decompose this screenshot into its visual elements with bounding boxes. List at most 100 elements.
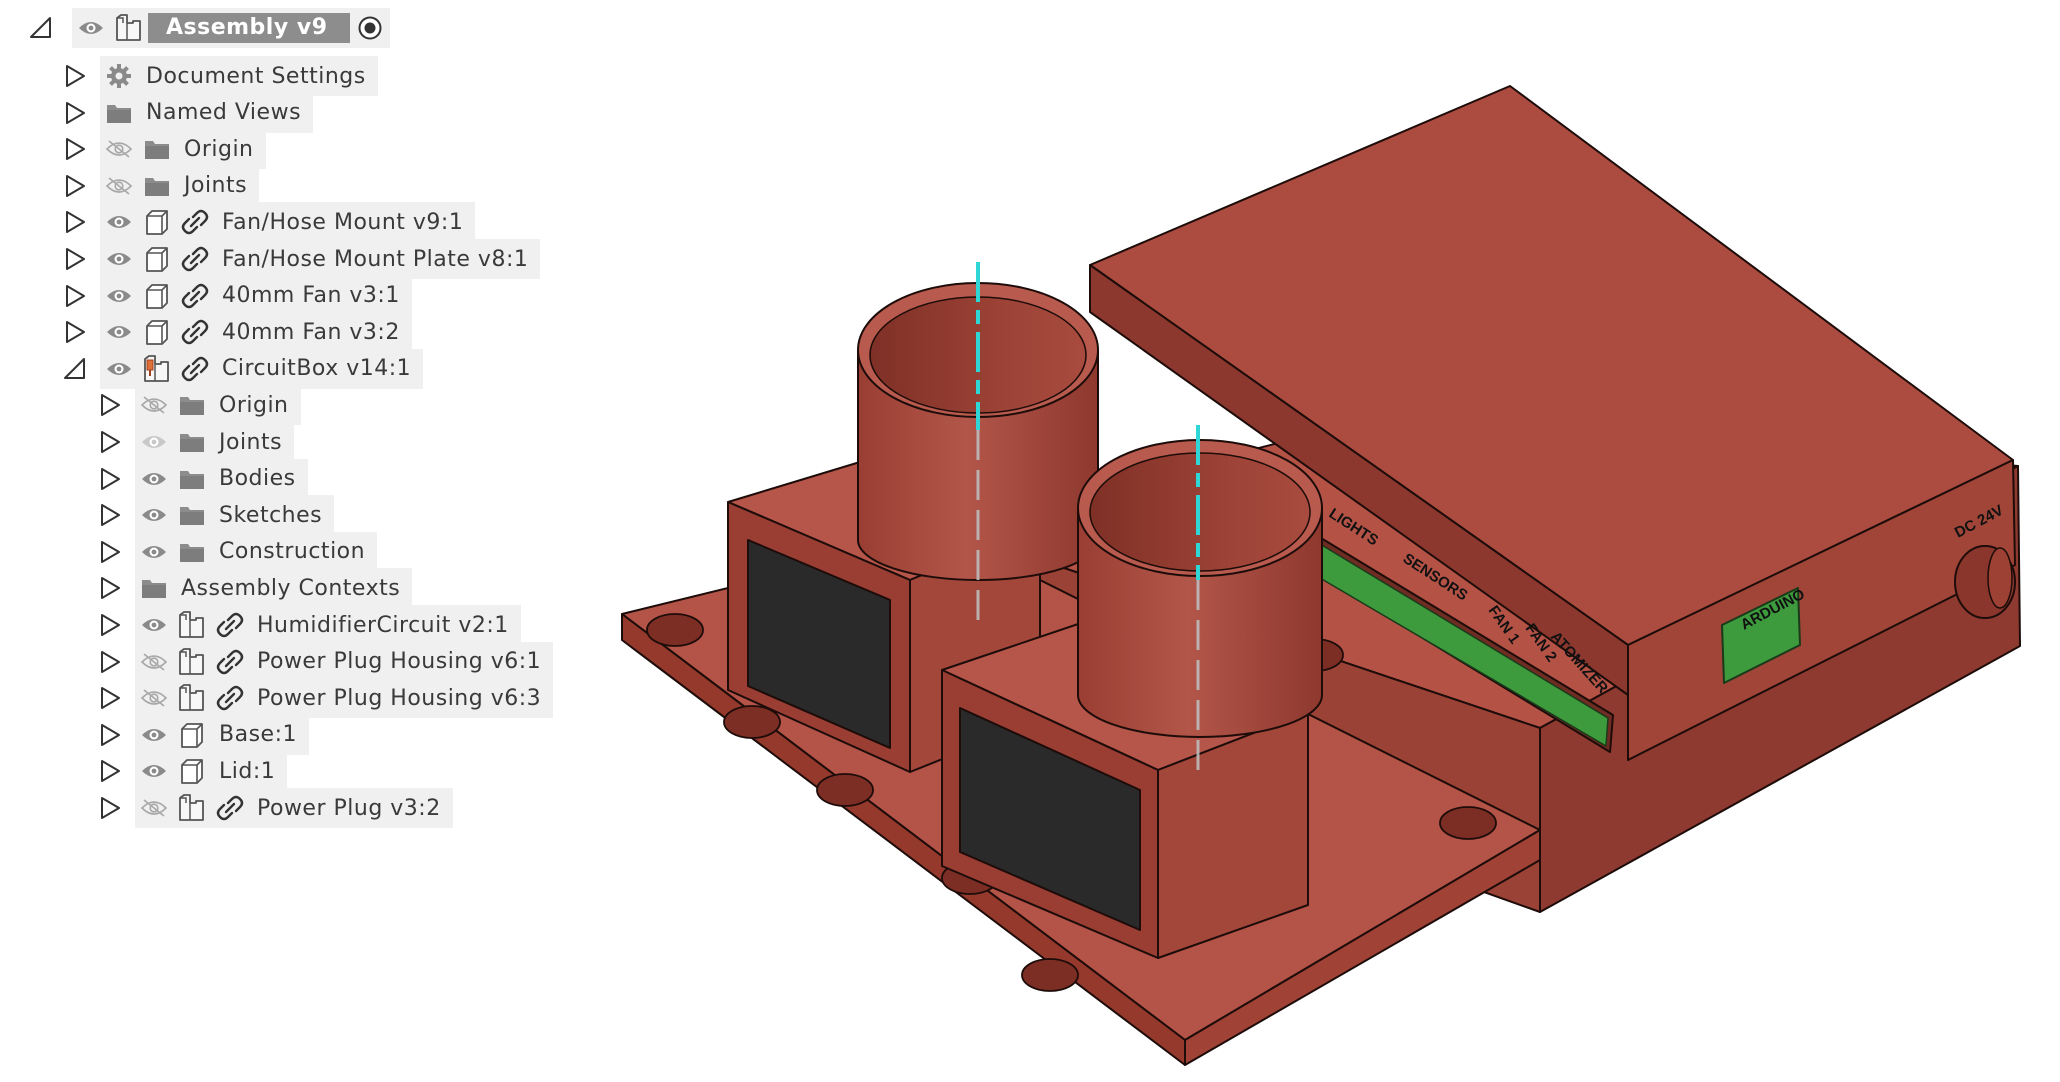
collapsed-triangle-icon[interactable] [97, 575, 123, 601]
tree-row[interactable]: Construction [0, 531, 620, 572]
assembly-icon [138, 349, 176, 389]
eye-hidden-icon[interactable] [135, 642, 173, 682]
component-icon [173, 751, 211, 791]
tree-item-label: Document Settings [146, 63, 366, 89]
tree-item-label: Joints [219, 429, 283, 455]
expanded-triangle-icon[interactable] [62, 356, 88, 382]
eye-icon[interactable] [135, 605, 173, 645]
assembly-icon [173, 605, 211, 645]
tree-row[interactable]: Lid:1 [0, 751, 620, 792]
tree-item-label: Construction [219, 539, 366, 565]
tree-root-label: Assembly v9 [148, 13, 350, 43]
collapsed-triangle-icon[interactable] [97, 722, 123, 748]
expanded-triangle-icon[interactable] [28, 15, 54, 41]
tree-row[interactable]: Document Settings [0, 56, 620, 96]
tree-row[interactable]: Base:1 [0, 714, 620, 755]
collapsed-triangle-icon[interactable] [97, 758, 123, 784]
tree-row[interactable]: Origin [0, 129, 620, 170]
folder-icon [138, 166, 176, 206]
folder-icon [173, 495, 211, 535]
tree-row[interactable]: Named Views [0, 92, 620, 133]
tree-item-label: Named Views [146, 100, 302, 126]
folder-icon [173, 385, 211, 425]
collapsed-triangle-icon[interactable] [97, 429, 123, 455]
collapsed-triangle-icon[interactable] [97, 612, 123, 638]
tree-item-label: HumidifierCircuit v2:1 [257, 612, 509, 638]
link-icon [176, 312, 214, 352]
collapsed-triangle-icon[interactable] [97, 685, 123, 711]
tree-row[interactable]: Fan/Hose Mount v9:1 [0, 202, 620, 243]
collapsed-triangle-icon[interactable] [62, 209, 88, 235]
folder-icon [173, 532, 211, 572]
tree-row[interactable]: CircuitBox v14:1 [0, 348, 620, 389]
folder-icon [173, 422, 211, 462]
eye-hidden-icon[interactable] [100, 129, 138, 169]
collapsed-triangle-icon[interactable] [62, 100, 88, 126]
eye-icon[interactable] [135, 532, 173, 572]
tree-row[interactable]: Bodies [0, 458, 620, 499]
collapsed-triangle-icon[interactable] [97, 466, 123, 492]
eye-icon[interactable] [135, 422, 173, 462]
collapsed-triangle-icon[interactable] [62, 319, 88, 345]
eye-icon[interactable] [100, 349, 138, 389]
collapsed-triangle-icon[interactable] [62, 63, 88, 89]
eye-icon[interactable] [135, 459, 173, 499]
tree-row[interactable]: Joints [0, 422, 620, 462]
tree-item-label: Joints [184, 173, 248, 199]
tree-item-label: Origin [219, 392, 289, 418]
tree-row[interactable]: Power Plug v3:2 [0, 788, 620, 828]
gear-icon [100, 56, 138, 96]
tree-row[interactable]: Power Plug Housing v6:1 [0, 641, 620, 682]
tree-row[interactable]: Joints [0, 165, 620, 206]
eye-icon[interactable] [72, 8, 110, 48]
tree-item-label: 40mm Fan v3:2 [222, 319, 400, 345]
mount-hole [646, 613, 704, 647]
fan-1 [747, 539, 891, 749]
collapsed-triangle-icon[interactable] [62, 173, 88, 199]
collapsed-triangle-icon[interactable] [97, 649, 123, 675]
tree-item-label: 40mm Fan v3:1 [222, 283, 400, 309]
folder-icon [100, 93, 138, 133]
lid-right [1627, 459, 2016, 761]
eye-hidden-icon[interactable] [135, 385, 173, 425]
collapsed-triangle-icon[interactable] [97, 795, 123, 821]
tree-row[interactable]: Origin [0, 385, 620, 426]
eye-hidden-icon[interactable] [100, 166, 138, 206]
activate-radio-icon[interactable] [350, 8, 390, 48]
tree-root-row[interactable]: Assembly v9 [0, 8, 420, 48]
eye-hidden-icon[interactable] [135, 678, 173, 718]
mount-hole [1439, 806, 1497, 840]
eye-icon[interactable] [100, 312, 138, 352]
3d-viewport[interactable]: LIGHTS SENSORS FAN 1 FAN 2 ATOMIZER ARDU… [620, 0, 2060, 1078]
collapsed-triangle-icon[interactable] [97, 539, 123, 565]
link-icon [211, 605, 249, 645]
tree-item-label: Sketches [219, 502, 323, 528]
eye-hidden-icon[interactable] [135, 788, 173, 828]
tree-row[interactable]: Power Plug Housing v6:3 [0, 678, 620, 719]
tree-row[interactable]: 40mm Fan v3:2 [0, 312, 620, 353]
eye-icon[interactable] [100, 239, 138, 279]
tree-row[interactable]: Assembly Contexts [0, 568, 620, 609]
tree-row[interactable]: Sketches [0, 495, 620, 536]
collapsed-triangle-icon[interactable] [62, 283, 88, 309]
collapsed-triangle-icon[interactable] [97, 502, 123, 528]
collapsed-triangle-icon[interactable] [62, 246, 88, 272]
eye-icon[interactable] [135, 715, 173, 755]
mount-hole [723, 705, 781, 739]
eye-icon[interactable] [100, 202, 138, 242]
tree-item-label: Bodies [219, 466, 296, 492]
tree-item-label: Power Plug v3:2 [257, 795, 441, 821]
eye-icon[interactable] [100, 276, 138, 316]
tree-row[interactable]: 40mm Fan v3:1 [0, 275, 620, 316]
tree-row[interactable]: HumidifierCircuit v2:1 [0, 605, 620, 645]
link-icon [176, 202, 214, 242]
tree-row[interactable]: Fan/Hose Mount Plate v8:1 [0, 239, 620, 279]
collapsed-triangle-icon[interactable] [97, 392, 123, 418]
collapsed-triangle-icon[interactable] [62, 136, 88, 162]
fan-2 [959, 707, 1141, 931]
link-icon [176, 276, 214, 316]
link-icon [211, 788, 249, 828]
eye-icon[interactable] [135, 751, 173, 791]
eye-icon[interactable] [135, 495, 173, 535]
